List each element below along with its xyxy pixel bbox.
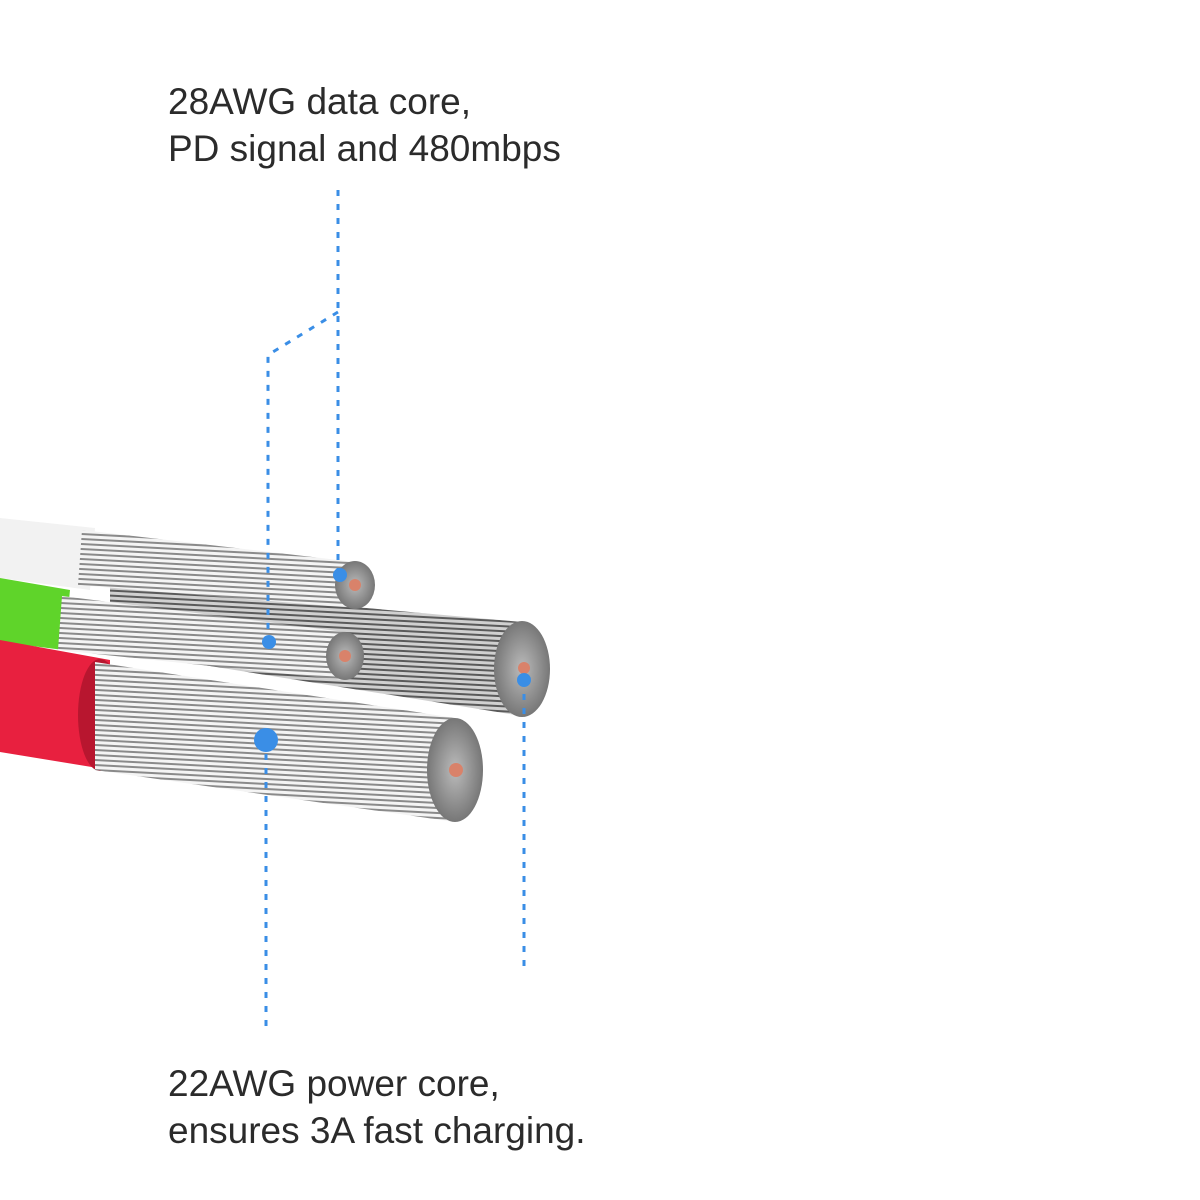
callout-dot (262, 635, 276, 649)
green-jacket (0, 578, 70, 650)
callout-dot (517, 673, 531, 687)
callout-dots (254, 568, 531, 752)
callout-dot (333, 568, 347, 582)
data-core-top (78, 530, 375, 609)
data-core-label-line2: PD signal and 480mbps (168, 128, 561, 169)
callout-lines (264, 190, 526, 1032)
power-core-label-line1: 22AWG power core, (168, 1063, 500, 1104)
power-core-label: 22AWG power core, ensures 3A fast chargi… (168, 1060, 586, 1154)
data-core-label: 28AWG data core, PD signal and 480mbps (168, 78, 561, 172)
power-core-label-line2: ensures 3A fast charging. (168, 1110, 586, 1151)
callout-dot (254, 728, 278, 752)
data-core-middle (58, 596, 364, 680)
data-core-label-line1: 28AWG data core, (168, 81, 471, 122)
white-jacket (0, 518, 95, 590)
